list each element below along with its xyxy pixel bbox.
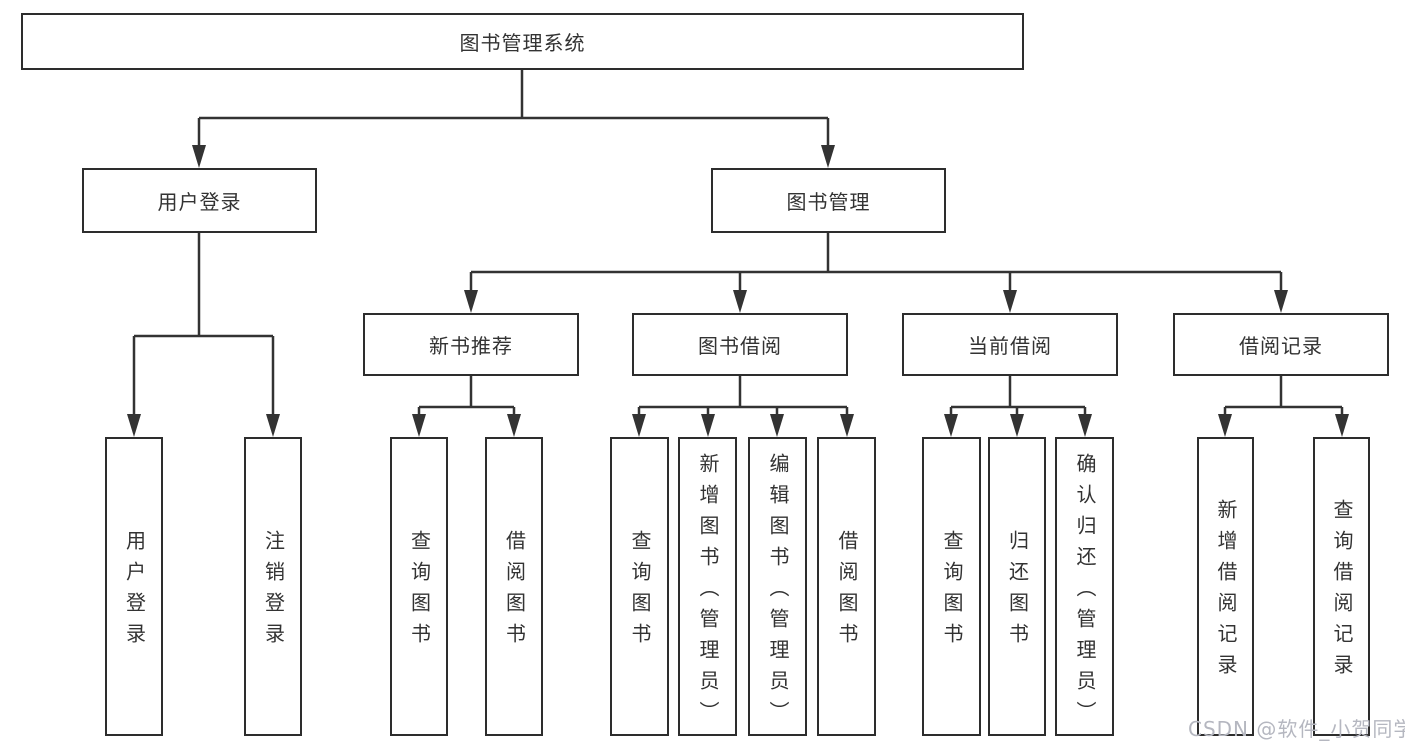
leaf-query-borrow-record-label: 查询借阅记录 (1330, 499, 1354, 685)
node-current-borrow: 当前借阅 (902, 313, 1118, 376)
leaf-query-books-current-label: 查询图书 (940, 530, 964, 654)
node-user-login-label: 用户登录 (157, 190, 242, 214)
leaf-borrow-books-borrow: 借阅图书 (817, 437, 876, 736)
leaf-user-login-label: 用户登录 (122, 530, 147, 654)
arrowheads (127, 145, 1349, 437)
csdn-watermark: CSDN @软件_小贺同学 (1188, 717, 1405, 741)
node-new-book-recommend-label: 新书推荐 (429, 334, 513, 358)
leaf-confirm-return-admin: 确认归还（管理员） (1055, 437, 1114, 736)
leaf-edit-books-admin: 编辑图书（管理员） (748, 437, 807, 736)
node-current-borrow-label: 当前借阅 (968, 334, 1052, 358)
leaf-query-books-recommend: 查询图书 (390, 437, 448, 736)
leaf-borrow-books-recommend-label: 借阅图书 (502, 530, 527, 654)
leaf-borrow-books-recommend: 借阅图书 (485, 437, 543, 736)
leaf-user-login: 用户登录 (105, 437, 163, 736)
leaf-return-books: 归还图书 (988, 437, 1046, 736)
leaf-add-books-admin-label: 新增图书（管理员） (696, 452, 720, 732)
node-borrow-records: 借阅记录 (1173, 313, 1389, 376)
node-root-label: 图书管理系统 (459, 31, 586, 55)
leaf-query-books-recommend-label: 查询图书 (407, 530, 432, 654)
leaf-query-books-current: 查询图书 (922, 437, 981, 736)
leaf-borrow-books-borrow-label: 借阅图书 (835, 530, 859, 654)
leaf-query-borrow-record: 查询借阅记录 (1313, 437, 1370, 736)
leaf-add-books-admin: 新增图书（管理员） (678, 437, 737, 736)
leaf-confirm-return-admin-label: 确认归还（管理员） (1073, 452, 1097, 732)
node-book-borrow-label: 图书借阅 (698, 334, 782, 358)
leaf-query-books-borrow-label: 查询图书 (628, 530, 652, 654)
node-new-book-recommend: 新书推荐 (363, 313, 579, 376)
node-book-management: 图书管理 (711, 168, 946, 233)
node-book-borrow: 图书借阅 (632, 313, 848, 376)
leaf-logout: 注销登录 (244, 437, 302, 736)
node-root: 图书管理系统 (21, 13, 1024, 70)
leaf-query-books-borrow: 查询图书 (610, 437, 669, 736)
leaf-return-books-label: 归还图书 (1005, 530, 1030, 654)
leaf-add-borrow-record-label: 新增借阅记录 (1214, 499, 1238, 685)
leaf-logout-label: 注销登录 (261, 530, 286, 654)
node-book-management-label: 图书管理 (786, 190, 871, 214)
node-borrow-records-label: 借阅记录 (1239, 334, 1323, 358)
leaf-add-borrow-record: 新增借阅记录 (1197, 437, 1254, 736)
leaf-edit-books-admin-label: 编辑图书（管理员） (766, 452, 790, 732)
node-user-login: 用户登录 (82, 168, 317, 233)
